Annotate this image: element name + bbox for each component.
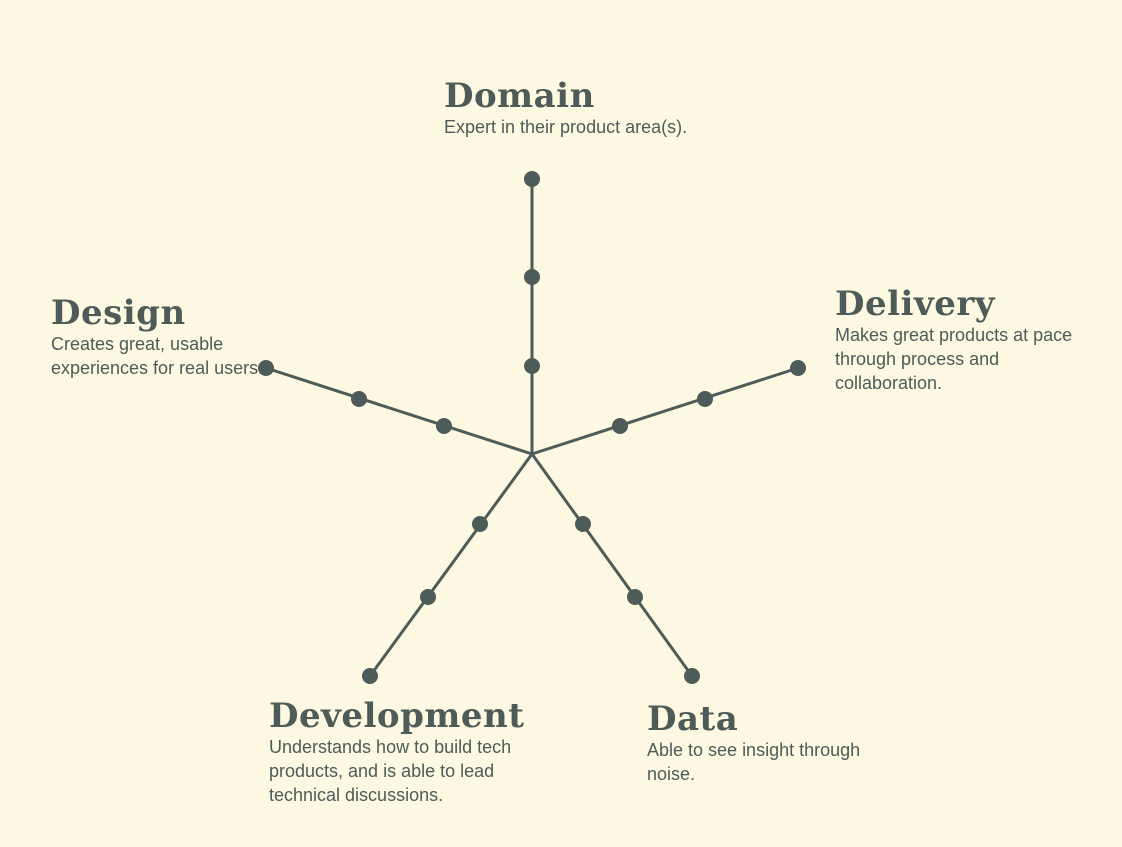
domain-label: Domain Expert in their product area(s).	[444, 77, 694, 139]
delivery-marker-3	[790, 360, 806, 376]
domain-title: Domain	[444, 76, 595, 116]
data-description: Able to see insight through noise.	[647, 740, 861, 784]
domain-description: Expert in their product area(s).	[444, 117, 688, 137]
delivery-description: Makes great products at pace through pro…	[835, 325, 1073, 393]
design-description: Creates great, usable experiences for re…	[51, 334, 264, 378]
design-spoke	[264, 366, 534, 456]
design-marker-3	[258, 360, 274, 376]
delivery-spoke	[530, 366, 800, 456]
data-marker-2	[627, 589, 643, 605]
development-title: Development	[269, 696, 525, 736]
design-marker-1	[436, 418, 452, 434]
domain-marker-3	[524, 171, 540, 187]
spokes	[264, 177, 800, 678]
domain-marker-1	[524, 358, 540, 374]
design-title: Design	[51, 293, 186, 333]
development-marker-1	[472, 516, 488, 532]
spoke-markers	[258, 171, 806, 684]
data-title: Data	[647, 699, 739, 739]
design-label: Design Creates great, usable experiences…	[51, 294, 276, 380]
development-marker-3	[362, 668, 378, 684]
delivery-label: Delivery Makes great products at pace th…	[835, 285, 1095, 395]
domain-marker-2	[524, 269, 540, 285]
development-marker-2	[420, 589, 436, 605]
delivery-marker-1	[612, 418, 628, 434]
delivery-title: Delivery	[835, 284, 996, 324]
data-marker-3	[684, 668, 700, 684]
data-marker-1	[575, 516, 591, 532]
delivery-marker-2	[697, 391, 713, 407]
development-label: Development Understands how to build tec…	[269, 697, 539, 807]
development-spoke	[368, 452, 534, 678]
design-marker-2	[351, 391, 367, 407]
development-description: Understands how to build tech products, …	[269, 737, 512, 805]
data-label: Data Able to see insight through noise.	[647, 700, 867, 786]
data-spoke	[530, 452, 694, 678]
